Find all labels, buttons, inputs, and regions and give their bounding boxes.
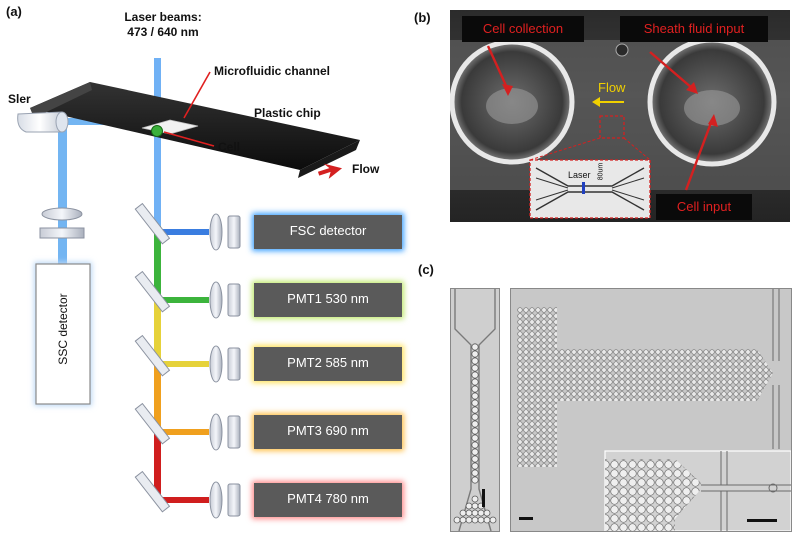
detector-label-3: PMT3 690 nm [287,423,369,438]
dichroic-mirror-2 [134,334,171,377]
cell-marker [151,125,163,137]
chip-photo: Cell collection Sheath fluid input Flow … [450,10,790,222]
plastic-chip [30,82,360,178]
zoom-source-box [599,115,625,139]
laser-inset-label: Laser [568,170,591,180]
detector-box-0 [254,215,402,249]
detector-row-1 [134,270,404,319]
panel-label-a: (a) [6,4,22,19]
laser-title-line2: 473 / 640 nm [127,25,199,39]
channel-inset [529,159,651,219]
panel-label-c: (c) [418,262,434,277]
cell-collection-callout: Cell collection [462,16,584,42]
filter-1 [227,283,241,317]
detector-beam-3 [157,429,209,435]
detector-row-4 [134,470,404,519]
detector-row-0 [134,202,404,251]
microfluidic-channel-label: Microfluidic channel [214,64,331,78]
ssc-lens [41,207,83,221]
dichroic-mirror-4 [134,470,171,513]
detector-box-1 [254,283,402,317]
ssc-beam [58,120,67,268]
chip-photo-drawing [450,37,790,219]
scale-bar-narrow [482,489,485,507]
filter-2 [227,347,241,381]
detector-label-0: FSC detector [289,223,367,238]
beam-segment-green [154,226,161,300]
lens-3 [209,413,223,451]
micrograph-wide [510,288,792,532]
beam-segment-yellow [154,300,161,360]
detector-beam-2 [157,361,209,367]
lens-4 [209,481,223,519]
micrograph-narrow [450,288,500,532]
panel-label-b: (b) [414,10,431,25]
scale-bar-wide-right [747,519,777,522]
detector-box-3 [254,415,402,449]
plastic-chip-label: Plastic chip [254,106,321,120]
dichroic-mirror-3 [134,402,171,445]
detector-box-2 [254,347,402,381]
scale-inset-label: 80um [597,162,605,181]
sheath-fluid-input-callout: Sheath fluid input [620,16,768,42]
wide-channel-drawing [511,289,791,531]
ssc-detector-box [35,263,91,405]
laser-title-line1: Laser beams: [124,10,202,24]
flow-arrow-icon [317,163,343,179]
filter-4 [227,483,241,517]
flow-direction-icon [592,97,600,107]
beam-segment-red [154,432,161,498]
lens-2 [209,345,223,383]
laser-title: Laser beams: 473 / 640 nm [118,10,208,40]
detector-box-4 [254,483,402,517]
filter-3 [227,415,241,449]
ssc-detector-label: SSC detector [56,293,70,365]
optical-setup-diagram [17,58,404,519]
detector-beam-4 [157,497,209,503]
microfluidic-pointer [183,71,211,119]
dichroic-mirror-1 [134,270,171,313]
beam-segment-orange [154,360,161,432]
sler-lens [17,111,69,133]
detector-label-4: PMT4 780 nm [287,491,369,506]
detector-label-1: PMT1 530 nm [287,291,369,306]
flow-photo-label: Flow [598,80,626,95]
ssc-filter [39,227,85,239]
detector-beam-0 [157,229,209,235]
laser-beam-vertical [154,58,161,226]
detector-row-3 [134,402,404,451]
lens-0 [209,213,223,251]
detector-beam-1 [157,297,209,303]
sler-label: Sler [8,92,31,106]
flow-label: Flow [352,162,380,176]
detector-label-2: PMT2 585 nm [287,355,369,370]
cell-pointer [163,131,215,147]
narrow-channel-drawing [451,289,499,531]
filter-0 [227,215,241,249]
detector-row-2 [134,334,404,383]
dichroic-mirror-0 [134,202,171,245]
scale-bar-wide-left [519,517,533,520]
cell-label: Cell [218,140,241,154]
cell-input-callout: Cell input [656,194,752,220]
lens-1 [209,281,223,319]
